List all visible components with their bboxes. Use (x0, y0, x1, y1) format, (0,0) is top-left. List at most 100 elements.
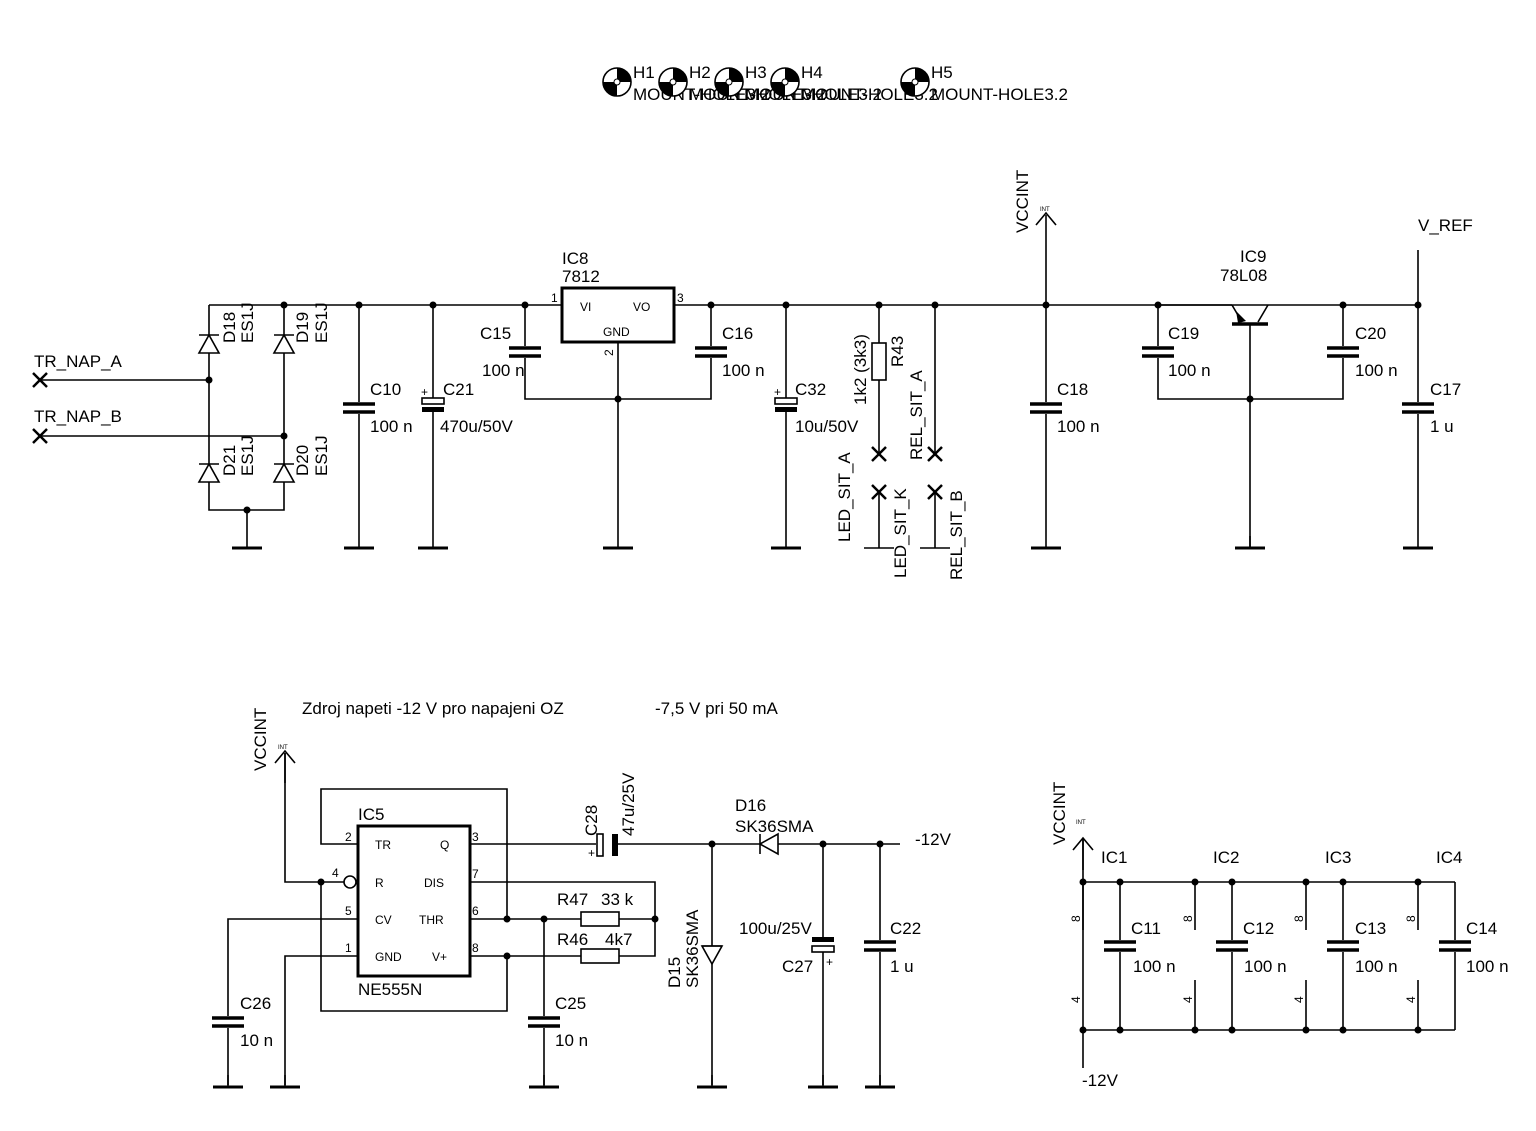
svg-text:3: 3 (472, 830, 479, 844)
svg-text:100 n: 100 n (1244, 957, 1287, 976)
diode-d18: D18 ES1J (198, 302, 257, 354)
c20-value: 100 n (1355, 361, 1398, 380)
capacitor-c28: + C28 47u/25V (582, 772, 760, 860)
ic8-gnd: GND (603, 325, 630, 339)
led-sit-k-label: LED_SIT_K (891, 488, 910, 578)
svg-text:C14: C14 (1466, 919, 1497, 938)
r43-value: 1k2 (3k3) (851, 334, 870, 405)
h5-ref: H5 (931, 63, 953, 82)
diode-d21: D21 ES1J (198, 435, 257, 483)
c22-ref: C22 (890, 919, 921, 938)
capacitor-c22: C22 1 u (863, 840, 921, 1089)
svg-text:DIS: DIS (424, 876, 444, 890)
c20-ref: C20 (1355, 324, 1386, 343)
ic9-value: 78L08 (1220, 266, 1267, 285)
current-note: -7,5 V pri 50 mA (655, 699, 778, 718)
rel-sit-a-label: REL_SIT_A (907, 370, 926, 460)
ic8-pin3: 3 (677, 291, 684, 305)
svg-text:R: R (375, 876, 384, 890)
supply-ic3: IC3 8 4 (1292, 848, 1351, 1003)
svg-text:5: 5 (345, 904, 352, 918)
svg-text:8: 8 (1404, 915, 1418, 922)
vccint-supply-bottom: INT VCCINT (251, 708, 344, 883)
capacitor-c14: C14 100 n (1439, 882, 1509, 1030)
tr-nap-a-label: TR_NAP_A (34, 352, 123, 371)
svg-text:4: 4 (332, 866, 339, 880)
ic9-ref: IC9 (1240, 247, 1266, 266)
c17-value: 1 u (1430, 417, 1454, 436)
h5-value: MOUNT-HOLE3.2 (931, 85, 1068, 104)
h4-ref: H4 (801, 63, 823, 82)
svg-text:2: 2 (345, 830, 352, 844)
svg-text:INT: INT (1076, 820, 1086, 826)
c27-ref: C27 (782, 957, 813, 976)
vccint-supply-top: INT VCCINT (1013, 170, 1057, 309)
ic2-ref: IC2 (1213, 848, 1239, 867)
svg-text:C11: C11 (1131, 919, 1161, 938)
ground-symbol (230, 534, 264, 550)
c19-ref: C19 (1168, 324, 1199, 343)
svg-text:4: 4 (1404, 996, 1418, 1003)
d15-ref: D15 (665, 957, 684, 988)
d21-ref: D21 (220, 445, 239, 476)
ic8-value: 7812 (562, 267, 600, 286)
svg-text:V+: V+ (432, 950, 447, 964)
c21-ref: C21 (443, 380, 474, 399)
c10-ref: C10 (370, 380, 401, 399)
mount-hole-h5: H5 MOUNT-HOLE3.2 (900, 63, 1068, 104)
svg-text:CV: CV (375, 913, 392, 927)
c26-ref: C26 (240, 994, 271, 1013)
vccint-label-2: VCCINT (251, 708, 270, 771)
capacitor-c10: C10 100 n (342, 301, 413, 550)
capacitor-c26: C26 10 n (211, 994, 273, 1089)
led-sit-a-label: LED_SIT_A (835, 452, 854, 542)
c26-value: 10 n (240, 1031, 273, 1050)
svg-text:7: 7 (472, 867, 479, 881)
c25-value: 10 n (555, 1031, 588, 1050)
capacitor-c16: C16 100 n (695, 301, 765, 380)
d19-value: ES1J (312, 302, 331, 343)
svg-text:4: 4 (1069, 996, 1083, 1003)
svg-text:TR: TR (375, 838, 391, 852)
c28-value: 47u/25V (619, 772, 638, 836)
c32-value: 10u/50V (795, 417, 859, 436)
led-rel-terminals: LED_SIT_A LED_SIT_K REL_SIT_A REL_SIT_B (835, 301, 966, 580)
c16-value: 100 n (722, 361, 765, 380)
svg-text:Q: Q (440, 838, 449, 852)
v-ref-label: V_REF (1418, 216, 1473, 235)
r46-value: 4k7 (605, 930, 632, 949)
ic5-value: NE555N (358, 980, 422, 999)
capacitor-c20: C20 100 n (1327, 301, 1398, 380)
ic5-ref: IC5 (358, 805, 384, 824)
capacitor-c21: + C21 470u/50V (416, 301, 513, 550)
c28-ref: C28 (582, 805, 601, 836)
regulator-ic9: IC9 78L08 (1158, 247, 1269, 550)
c22-value: 1 u (890, 957, 914, 976)
svg-text:100 n: 100 n (1133, 957, 1176, 976)
section-title: Zdroj napeti -12 V pro napajeni OZ (302, 699, 564, 718)
ic3-ref: IC3 (1325, 848, 1351, 867)
d20-ref: D20 (293, 445, 312, 476)
mounting-holes: H1 MOUNT-HOLE3.2 H2 MOUNT-HOLE3.2 H3 MOU… (602, 63, 1068, 104)
diode-d20: D20 ES1J (273, 435, 331, 483)
c18-ref: C18 (1057, 380, 1088, 399)
vccint-label-3: VCCINT (1050, 782, 1069, 845)
ic8-vo: VO (633, 300, 650, 314)
c27-value: 100u/25V (739, 919, 812, 938)
timer-ic5: IC5 NE555N TR Q R DIS CV THR GND V+ 2 4 … (227, 788, 659, 1089)
supply-ic4: IC4 8 4 (1404, 848, 1462, 1003)
h3-ref: H3 (745, 63, 767, 82)
rel-sit-b-label: REL_SIT_B (947, 490, 966, 580)
vccint-arrow-icon (1035, 212, 1057, 246)
regulator-ic8: IC8 7812 VI VO GND 1 3 2 (551, 249, 684, 550)
d21-value: ES1J (238, 435, 257, 476)
svg-text:C12: C12 (1243, 919, 1274, 938)
resistor-r47: R47 33 k (507, 890, 655, 927)
c19-value: 100 n (1168, 361, 1211, 380)
capacitor-c17: V_REF C17 1 u (1401, 216, 1473, 550)
c18-value: 100 n (1057, 417, 1100, 436)
r46-ref: R46 (557, 930, 588, 949)
svg-text:THR: THR (419, 913, 444, 927)
resistor-r43: 1k2 (3k3) R43 (851, 301, 907, 454)
ic8-ref: IC8 (562, 249, 588, 268)
